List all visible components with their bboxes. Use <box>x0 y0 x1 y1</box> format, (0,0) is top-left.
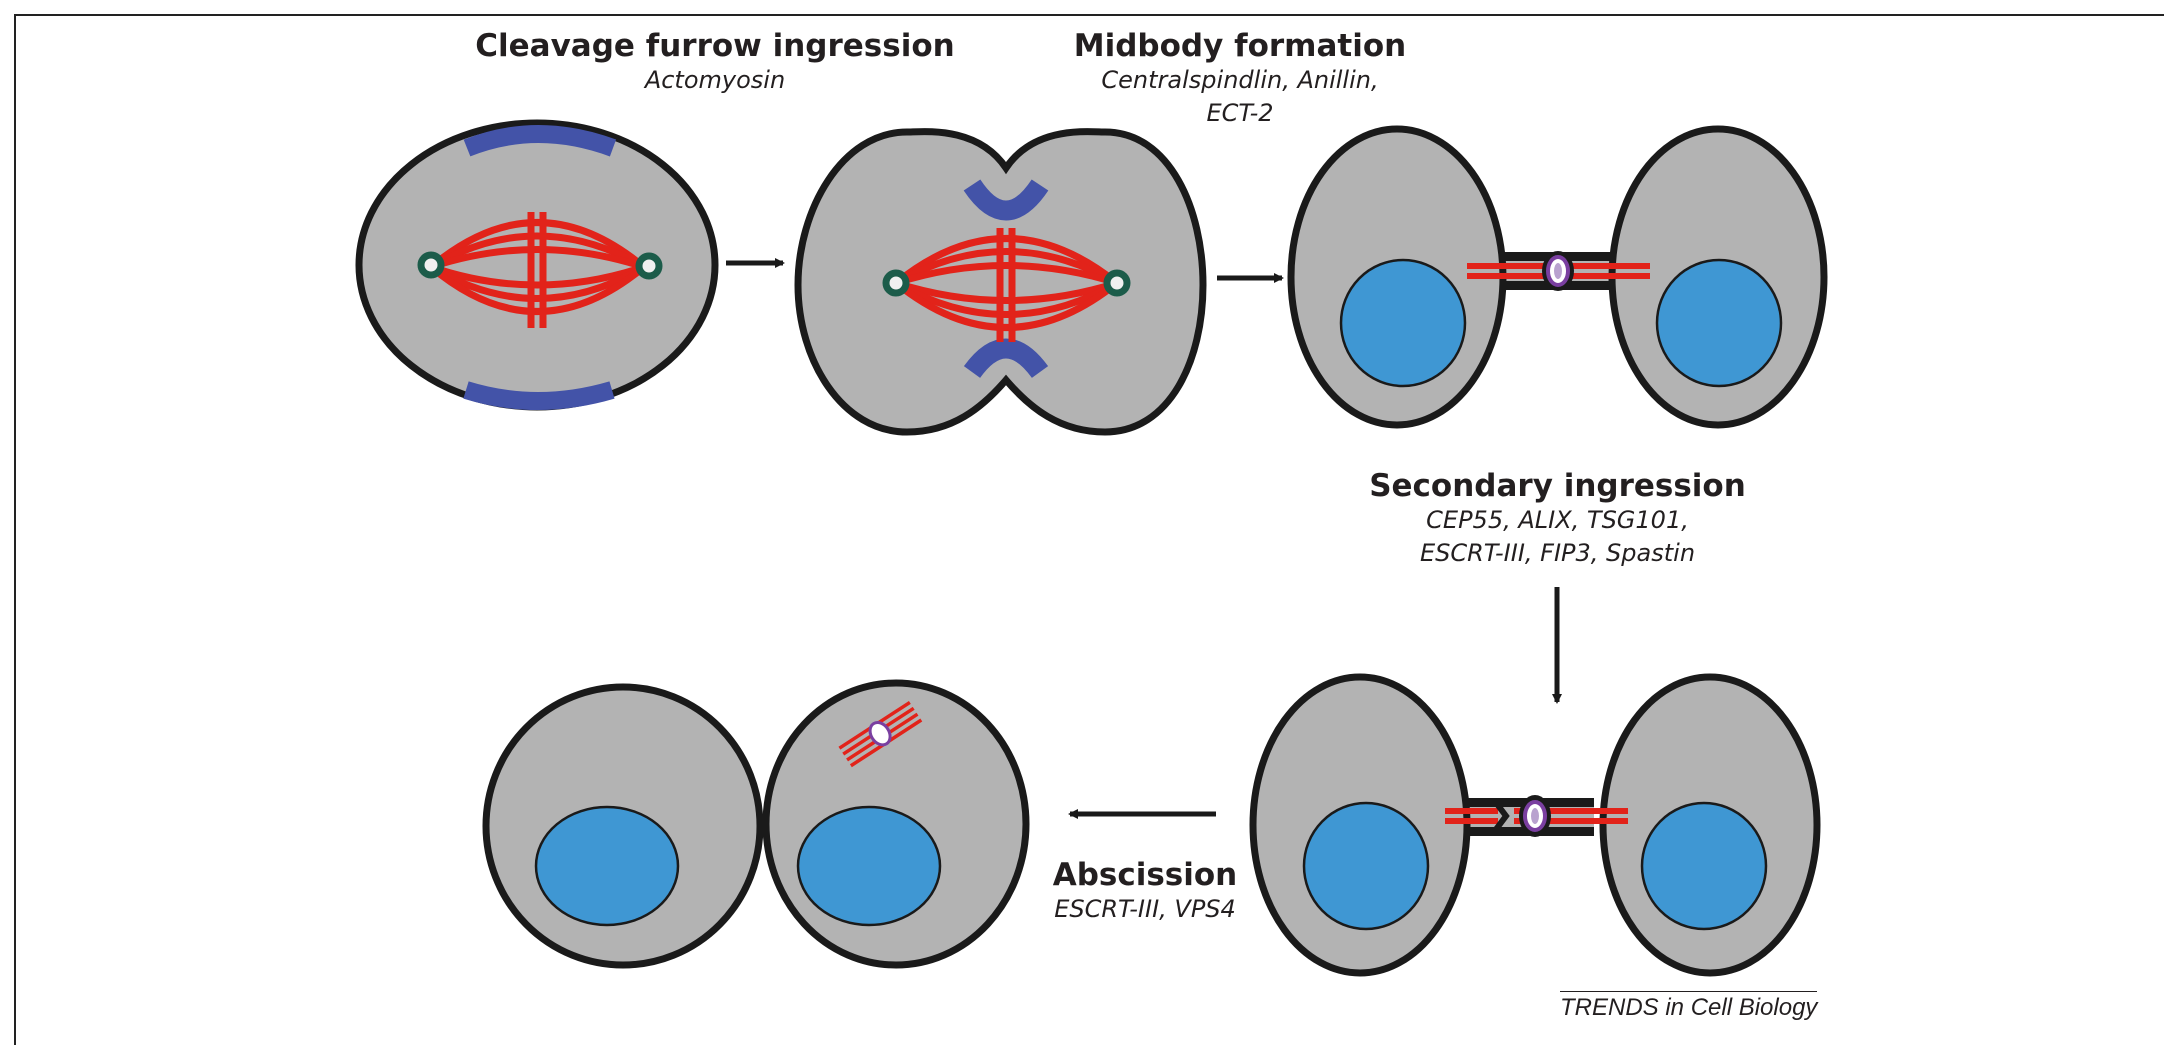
nucleus-left <box>534 805 680 927</box>
step-title: Abscission <box>1052 857 1238 893</box>
actomyosin-arc-bottom <box>463 381 615 410</box>
step-title: Secondary ingression <box>1369 468 1746 504</box>
anaphase-cell <box>355 119 719 411</box>
step-abscission: Abscission ESCRT-III, VPS4 <box>1020 857 1270 926</box>
nucleus-right <box>796 805 942 927</box>
centrosome-right <box>1103 269 1131 297</box>
secondary-ingression-cells <box>1249 673 1821 977</box>
step-title: Midbody formation <box>1073 28 1407 64</box>
figure-frame <box>14 14 2164 1045</box>
step-proteins-line2: ESCRT-III, FIP3, Spastin <box>1419 539 1696 567</box>
step-proteins-line1: Centralspindlin, Anillin, <box>1101 66 1379 94</box>
step-proteins-line2: ECT-2 <box>1206 99 1274 127</box>
mitotic-spindle <box>893 228 1120 342</box>
step-proteins: ESCRT-III, VPS4 <box>1054 895 1236 923</box>
centrosome-left <box>417 251 445 279</box>
contractile-ring-top <box>963 179 1049 221</box>
centrosome-right <box>635 252 663 280</box>
step-proteins-line1: CEP55, ALIX, TSG101, <box>1426 506 1689 534</box>
centrosome-left <box>882 269 910 297</box>
step-title: Cleavage furrow ingression <box>475 28 955 64</box>
secondary-constriction <box>1491 798 1510 834</box>
midbody-cells <box>1287 125 1828 429</box>
nucleus-right <box>1655 258 1783 388</box>
nucleus-left <box>1339 258 1467 388</box>
mitotic-spindle <box>428 212 647 328</box>
nucleus-left <box>1302 801 1430 931</box>
midbody-remnant <box>838 700 923 768</box>
separated-cells <box>482 679 1030 969</box>
step-proteins: Actomyosin <box>644 66 786 94</box>
nucleus-right <box>1640 801 1768 931</box>
actomyosin-arc-top <box>463 125 617 157</box>
journal-credit: TRENDS in Cell Biology <box>1560 991 1818 1022</box>
furrowing-cell <box>794 128 1207 436</box>
step-midbody: Midbody formation Centralspindlin, Anill… <box>1030 28 1450 130</box>
contractile-ring-bottom <box>963 338 1049 379</box>
step-cleavage: Cleavage furrow ingression Actomyosin <box>410 28 1020 97</box>
step-secondary: Secondary ingression CEP55, ALIX, TSG101… <box>1350 468 1765 570</box>
